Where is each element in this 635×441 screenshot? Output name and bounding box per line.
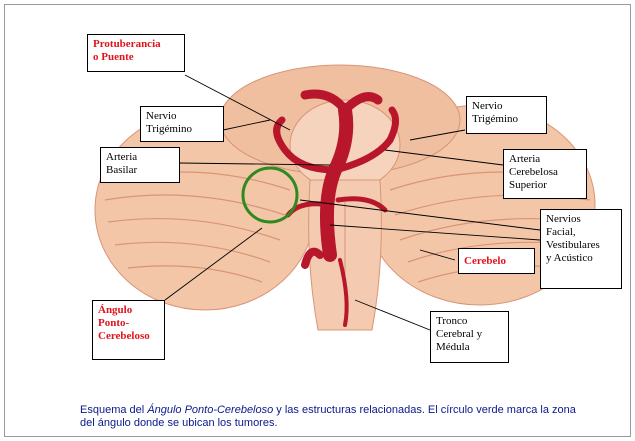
label-protuberancia: Protuberancia o Puente <box>87 34 185 72</box>
label-nervios-facial: Nervios Facial, Vestibulares y Acústico <box>540 209 622 289</box>
label-angulo-ponto-cerebeloso: Ángulo Ponto- Cerebeloso <box>92 300 165 360</box>
label-arteria-cerebelosa-superior: Arteria Cerebelosa Superior <box>503 149 587 199</box>
caption-text-1: Esquema del <box>80 404 147 416</box>
label-tronco-cerebral: Tronco Cerebral y Médula <box>430 311 509 363</box>
label-cerebelo: Cerebelo <box>458 248 535 274</box>
label-nervio-trigemino-right: Nervio Trigémino <box>466 96 547 134</box>
caption-text-italic: Ángulo Ponto-Cerebeloso <box>147 404 273 416</box>
figure-caption: Esquema del Ángulo Ponto-Cerebeloso y la… <box>80 404 580 430</box>
label-arteria-basilar: Arteria Basilar <box>100 147 180 183</box>
label-nervio-trigemino-left: Nervio Trigémino <box>140 106 224 142</box>
